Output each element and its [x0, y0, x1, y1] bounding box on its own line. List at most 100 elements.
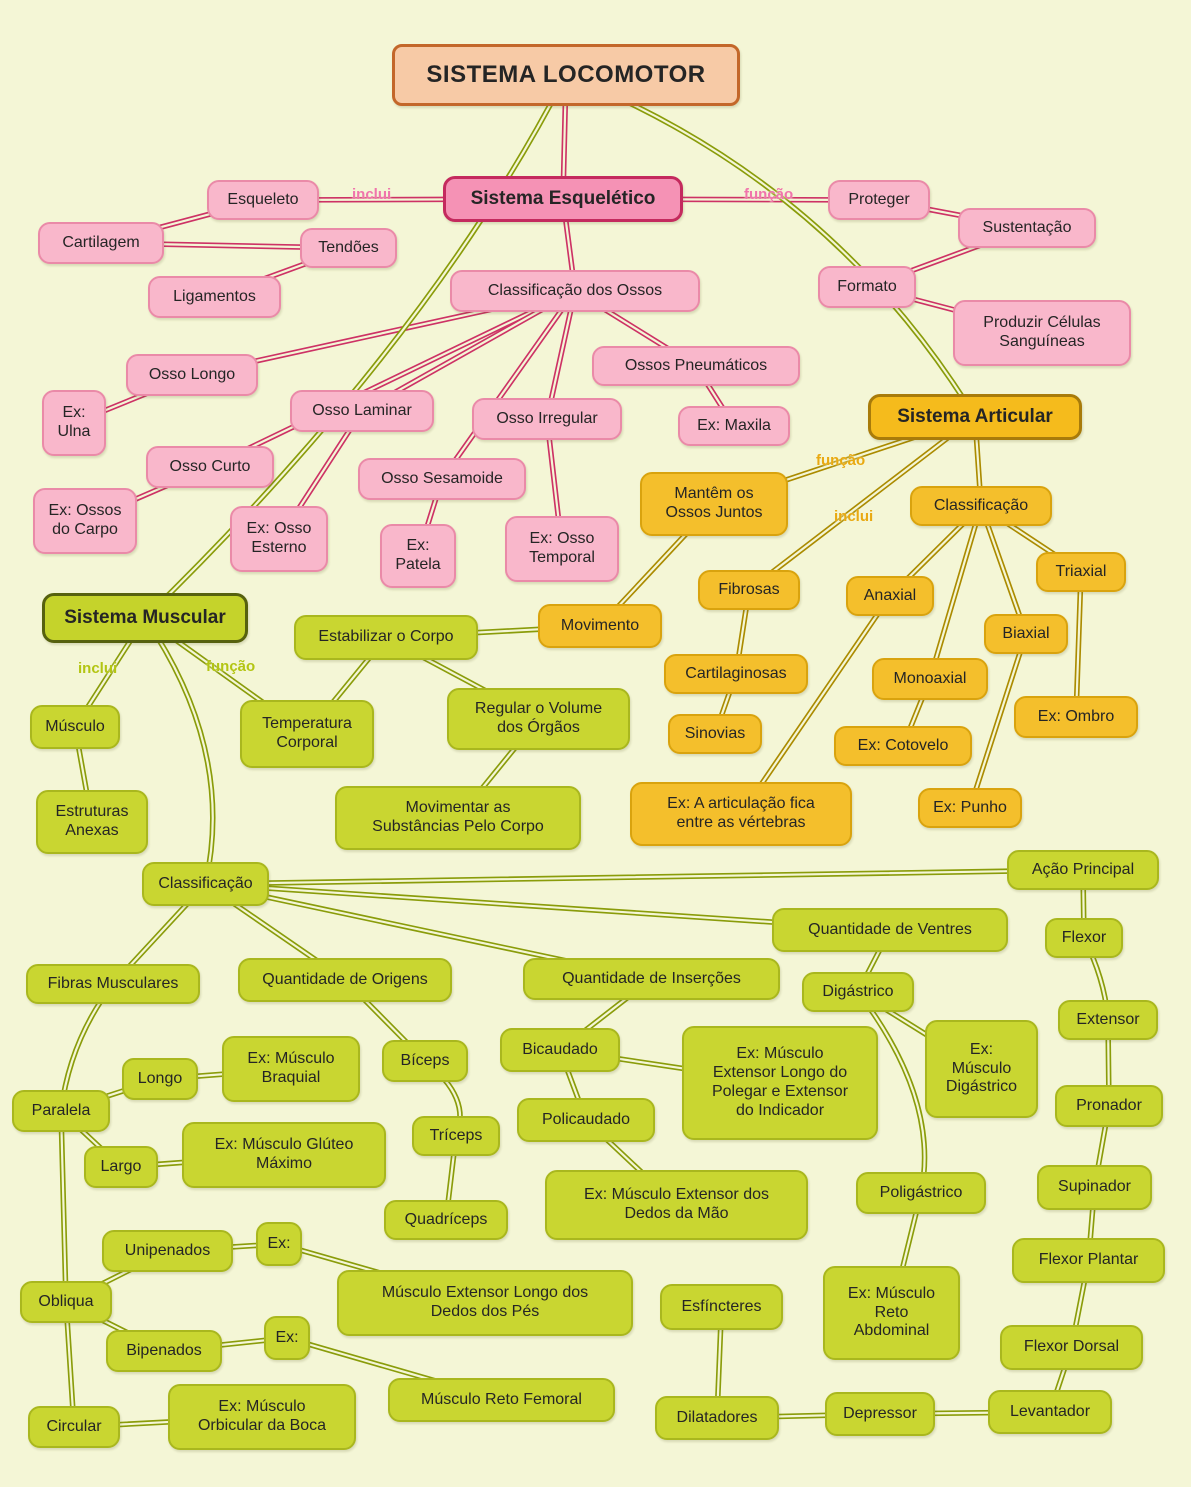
node-esfincteres: Esfíncteres: [660, 1284, 783, 1330]
connector: [208, 289, 577, 469]
node-flexor_dorsal: Flexor Dorsal: [1000, 1325, 1143, 1370]
node-ex_ombro: Ex: Ombro: [1014, 696, 1138, 738]
node-class_ossos: Classificação dos Ossos: [450, 270, 700, 312]
edge-label-inclui-4: inclui: [78, 660, 118, 677]
node-ex_ulna: Ex: Ulna: [42, 390, 106, 456]
node-ex_cotovelo: Ex: Cotovelo: [834, 726, 972, 766]
node-musculo: Músculo: [30, 705, 120, 749]
node-ossos_pneu: Ossos Pneumáticos: [592, 346, 800, 386]
node-class_musc: Classificação: [142, 862, 269, 906]
node-supinador: Supinador: [1037, 1165, 1152, 1210]
node-digastrico: Digástrico: [802, 972, 914, 1012]
connector: [204, 868, 1085, 886]
node-produzir: Produzir Células Sanguíneas: [953, 300, 1131, 366]
node-longo: Longo: [122, 1058, 198, 1100]
node-flexor: Flexor: [1045, 918, 1123, 958]
node-tendoes: Tendões: [300, 228, 397, 268]
connector: [739, 594, 892, 816]
node-ex_dedos_mao: Ex: Músculo Extensor dos Dedos da Mão: [545, 1170, 808, 1240]
node-sustentacao: Sustentação: [958, 208, 1096, 248]
node-osso_longo: Osso Longo: [126, 354, 258, 396]
node-ex_maxila: Ex: Maxila: [678, 406, 790, 446]
node-obliqua: Obliqua: [20, 1281, 112, 1323]
node-ex_braquial: Ex: Músculo Braquial: [222, 1036, 360, 1102]
connector: [545, 289, 577, 421]
node-proteger: Proteger: [828, 180, 930, 220]
node-sinovias: Sinovias: [668, 714, 762, 754]
node-musc_ext_pes: Músculo Extensor Longo dos Dedos dos Pés: [337, 1270, 633, 1336]
node-triaxial: Triaxial: [1036, 552, 1126, 592]
node-bipenados: Bipenados: [106, 1330, 222, 1372]
node-osso_sesamoide: Osso Sesamoide: [358, 458, 526, 500]
connector: [59, 1109, 68, 1304]
connector: [143, 616, 214, 886]
node-qt_insercoes: Quantidade de Inserções: [523, 958, 780, 1000]
connector: [142, 72, 569, 621]
node-mantem: Mantêm os Ossos Juntos: [640, 472, 788, 536]
connector: [1074, 570, 1083, 719]
node-paralela: Paralela: [12, 1090, 110, 1132]
node-osso_laminar: Osso Laminar: [290, 390, 434, 432]
connector: [143, 73, 568, 620]
node-biceps: Bíceps: [382, 1040, 468, 1082]
node-triceps: Tríceps: [412, 1116, 500, 1156]
node-circular: Circular: [28, 1406, 120, 1448]
node-quadriceps: Quadríceps: [384, 1200, 508, 1240]
node-cartilagem: Cartilagem: [38, 222, 164, 264]
node-qt_ventres: Quantidade de Ventres: [772, 908, 1008, 952]
edge-label-função-2: função: [816, 452, 866, 469]
node-ex_orbicular: Ex: Músculo Orbicular da Boca: [168, 1384, 356, 1450]
node-ex_digastrico: Ex: Músculo Digástrico: [925, 1020, 1038, 1118]
edge-label-função-1: função: [744, 186, 794, 203]
node-extensor: Extensor: [1058, 1000, 1158, 1040]
edge-label-inclui-3: inclui: [834, 508, 874, 525]
node-estabilizar: Estabilizar o Corpo: [294, 615, 478, 660]
node-ex_polegar: Ex: Músculo Extensor Longo do Polegar e …: [682, 1026, 878, 1140]
edge-label-inclui-0: inclui: [352, 186, 392, 203]
connector: [979, 504, 1028, 636]
node-ex_punho: Ex: Punho: [918, 788, 1022, 828]
node-monoaxial: Monoaxial: [872, 658, 988, 700]
node-ex_carpo: Ex: Ossos do Carpo: [33, 488, 137, 554]
node-musc_reto_fem: Músculo Reto Femoral: [388, 1378, 615, 1422]
node-ex1: Ex:: [256, 1222, 302, 1266]
node-movimentar: Movimentar as Substâncias Pelo Corpo: [335, 786, 581, 850]
node-flexor_plantar: Flexor Plantar: [1012, 1238, 1165, 1283]
node-movimento: Movimento: [538, 604, 662, 648]
connector: [928, 504, 983, 681]
node-ex_patela: Ex: Patela: [380, 524, 456, 588]
node-qt_origens: Quantidade de Origens: [238, 958, 452, 1002]
connector: [564, 73, 977, 419]
node-class_artic: Classificação: [910, 486, 1052, 526]
node-largo: Largo: [84, 1146, 158, 1188]
node-bicaudado: Bicaudado: [500, 1028, 620, 1072]
node-fibras: Fibras Musculares: [26, 964, 200, 1004]
node-anaxial: Anaxial: [846, 576, 934, 616]
node-biaxial: Biaxial: [984, 614, 1068, 654]
node-policaudado: Policaudado: [517, 1098, 655, 1142]
connector: [440, 289, 577, 481]
node-estruturas: Estruturas Anexas: [36, 790, 148, 854]
node-ex_reto_abd: Ex: Músculo Reto Abdominal: [823, 1266, 960, 1360]
node-formato: Formato: [818, 266, 916, 308]
node-ex_esterno: Ex: Osso Esterno: [230, 506, 328, 572]
edge-label-função-5: função: [206, 658, 256, 675]
connector: [747, 415, 977, 592]
connector: [856, 990, 926, 1195]
node-ligamentos: Ligamentos: [148, 276, 281, 318]
node-ex2: Ex:: [264, 1316, 310, 1360]
node-ex_vertebras: Ex: A articulação fica entre as vértebra…: [630, 782, 852, 846]
node-poligastrico: Poligástrico: [856, 1172, 986, 1214]
node-sist_articular: Sistema Articular: [868, 394, 1082, 440]
node-dilatadores: Dilatadores: [655, 1396, 779, 1440]
node-esqueletico: Sistema Esquelético: [443, 176, 683, 222]
node-levantador: Levantador: [988, 1390, 1112, 1434]
node-title: SISTEMA LOCOMOTOR: [392, 44, 740, 106]
node-temperatura: Temperatura Corporal: [240, 700, 374, 768]
node-depressor: Depressor: [825, 1392, 935, 1436]
node-osso_curto: Osso Curto: [146, 446, 274, 488]
node-acao: Ação Principal: [1007, 850, 1159, 890]
node-fibrosas: Fibrosas: [698, 570, 800, 610]
connector: [968, 632, 1028, 810]
